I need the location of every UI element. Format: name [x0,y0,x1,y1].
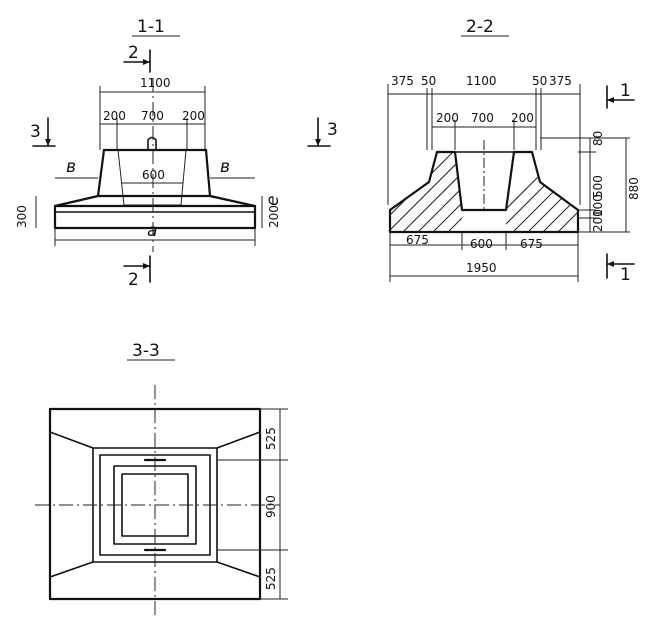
dim-200-r-2-text: 200 [511,111,534,125]
cut-3-left-label: 3 [30,122,41,142]
dim-1100-2-text: 1100 [466,74,497,88]
dim-200-vert-text: 200 [591,209,605,232]
dim-50-left-text: 50 [421,74,436,88]
dim-a-text: a [147,221,157,241]
cut-2-top-arrowhead [143,59,150,65]
dim-1100-text: 1100 [140,76,171,90]
cut-1-bottom-label: 1 [620,265,631,285]
cut-2-top-label: 2 [128,43,139,63]
slab-taper [53,194,257,208]
dim-700-2-text: 700 [471,111,494,125]
hatch-left [390,152,462,232]
cut-2-bottom-label: 2 [128,270,139,290]
glass-outer-walls [96,148,212,198]
slab-body [53,204,257,230]
dim-300-text: 300 [15,205,29,228]
dim-525-bottom-text: 525 [264,567,278,590]
dim-880-text: 880 [627,177,641,200]
dim-200-base-text: 200 [267,205,281,228]
dim-200-l-2-text: 200 [436,111,459,125]
dim-e-text: е [263,196,283,206]
section-3-3: 3-3 525 900 525 [35,341,288,615]
slope-line-tr [216,431,261,449]
cut-1-top-label: 1 [620,81,631,101]
dim-b-left-text: в [66,157,76,177]
dim-200-right-text: 200 [182,109,205,123]
section-2-2: 2-2 375 50 1100 50 375 200 700 200 1 1 [387,17,641,285]
cut-3-right-label: 3 [327,120,338,140]
section-1-1: 1-1 2 1100 200 700 200 3 3 [15,17,338,290]
dim-700-text: 700 [141,109,164,123]
dim-500-text: 500 [591,175,605,198]
dim-675-right-text: 675 [520,237,543,251]
cut-3-right-arrowhead [315,139,321,146]
lifting-loop [147,136,157,151]
slope-line-bl [49,561,94,578]
cut-3-left-arrowhead [45,139,51,146]
dim-100-text: 100 [591,194,605,217]
slope-line-br [216,561,261,578]
dim-80-text: 80 [591,131,605,146]
title-1-1: 1-1 [137,17,165,37]
cut-2-bottom-arrowhead [143,263,150,269]
dim-375-left-text: 375 [391,74,414,88]
dim-1950-text: 1950 [466,261,497,275]
cut-1-bottom-arrowhead [607,261,614,267]
title-2-2: 2-2 [466,17,494,37]
dim-50-right-text: 50 [532,74,547,88]
slope-line-tl [49,431,94,449]
dim-900-text: 900 [264,495,278,518]
dim-200-left-text: 200 [103,109,126,123]
dim-525-top-text: 525 [264,427,278,450]
dim-675-left-text: 675 [406,233,429,247]
cut-1-top-arrowhead [607,97,614,103]
title-3-3: 3-3 [132,341,160,361]
dim-b-right-text: в [220,157,230,177]
dim-600-2-text: 600 [470,237,493,251]
dim-375-right-text: 375 [549,74,572,88]
